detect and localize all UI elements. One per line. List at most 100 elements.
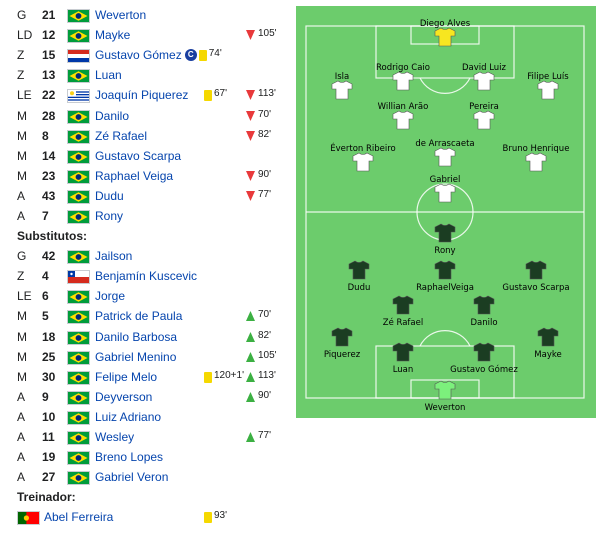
yellow-card-icon [204,512,212,524]
brazil-flag-icon [67,390,90,405]
home-shirt-icon [473,110,495,130]
substitution-minute: 105' [258,28,277,40]
player-name-link[interactable]: Gustavo Scarpa [95,148,182,163]
player-name-link[interactable]: Gabriel Veron [95,470,169,485]
player-position: M [17,309,27,324]
shirt-number: 6 [42,289,49,304]
player-label: Bruno Henrique [503,144,570,154]
substitution-minute: 113' [258,369,276,381]
brazil-flag-icon [67,451,90,466]
shirt-number: 18 [42,329,56,344]
brazil-flag-icon [67,250,90,265]
player-name-link[interactable]: Joaquín Piquerez [95,88,189,103]
coach-name-link[interactable]: Abel Ferreira [44,510,114,525]
shirt-number: 21 [42,8,56,22]
shirt-number: 4 [42,269,49,284]
player-name-link[interactable]: Jailson [95,249,133,264]
player-name-link[interactable]: Luan [95,68,122,83]
player-position: A [17,430,26,444]
player-position: Z [17,68,25,83]
player-label: Diego Alves [420,19,471,29]
brazil-flag-icon [67,350,90,365]
player-label: RaphaelVeiga [416,283,474,293]
player-name-link[interactable]: Breno Lopes [95,450,164,465]
top-penalty-arc [419,77,471,94]
player-name-link[interactable]: Wesley [95,430,135,444]
player-label: Gustavo Gómez [450,364,518,375]
brazil-flag-icon [67,129,90,144]
brazil-flag-icon [67,169,90,184]
player-name-link[interactable]: Luiz Adriano [95,409,162,424]
player-row: A 19 Breno Lopes [0,447,290,467]
yellow-card-icon [204,90,212,102]
home-shirt-icon [392,71,414,91]
shirt-number: 5 [42,309,49,324]
player-label: Weverton [425,403,466,413]
substitution-minute: 90' [258,168,272,180]
shirt-number: 15 [42,48,56,63]
away-shirt-icon [348,260,370,280]
player-name-link[interactable]: Gabriel Menino [95,349,177,364]
away-shirt-icon [525,260,547,280]
player-row: Z 13 Luan [0,65,290,85]
player-name-link[interactable]: Dudu [95,188,124,203]
player-position: A [17,450,26,465]
uruguay-flag-icon [67,89,90,104]
player-name-link[interactable]: Felipe Melo [95,369,158,384]
player-name-link[interactable]: Danilo Barbosa [95,329,178,344]
goalkeeper-shirt-icon [434,27,456,47]
shirt-number: 19 [42,450,56,465]
player-label: Piquerez [324,350,361,360]
player-position: A [17,470,26,485]
away-shirt-icon [392,342,414,362]
brazil-flag-icon [67,210,90,224]
brazil-flag-icon [67,431,90,445]
player-label: Gabriel [430,175,461,185]
player-name-link[interactable]: Weverton [95,8,147,22]
brazil-flag-icon [67,29,90,44]
player-label: Rodrigo Caio [376,63,430,73]
brazil-flag-icon [67,149,90,164]
shirt-number: 30 [42,369,56,384]
player-name-link[interactable]: Mayke [95,28,131,43]
card-minute: 120+1' [214,369,244,381]
shirt-number: 9 [42,389,49,404]
player-position: M [17,329,27,344]
shirt-number: 14 [42,148,56,163]
player-label: Zé Rafael [383,317,423,328]
home-shirt-icon [392,110,414,130]
card-minute: 74' [208,48,222,60]
player-position: A [17,188,26,203]
player-name-link[interactable]: Deyverson [95,389,153,404]
brazil-flag-icon [67,109,90,124]
player-position: Z [17,269,25,284]
player-name-link[interactable]: Jorge [95,289,126,304]
substitution-minute: 113' [258,88,276,100]
away-shirt-icon [537,327,559,347]
brazil-flag-icon [67,290,90,305]
substitution-minute: 82' [258,329,272,341]
player-name-link[interactable]: Zé Rafael [95,128,148,143]
brazil-flag-icon [67,410,90,425]
home-shirt-icon [473,71,495,91]
player-name-link[interactable]: Patrick de Paula [95,309,183,324]
home-shirt-icon [537,80,559,100]
home-shirt-icon [352,152,374,172]
player-row: A 27 Gabriel Veron [0,467,290,487]
player-position: M [17,148,27,163]
player-name-link[interactable]: Danilo [95,108,130,123]
player-name-link[interactable]: Benjamín Kuscevic [95,269,198,284]
substitution-minute: 90' [258,389,272,401]
brazil-flag-icon [67,9,90,23]
portugal-flag-icon [17,511,40,526]
player-name-link[interactable]: Gustavo Gómez [95,48,182,63]
player-name-link[interactable]: Rony [95,209,124,223]
player-position: M [17,128,27,143]
coach-row: Abel Ferreira 93' [0,507,290,527]
player-name-link[interactable]: Raphael Veiga [95,168,174,183]
